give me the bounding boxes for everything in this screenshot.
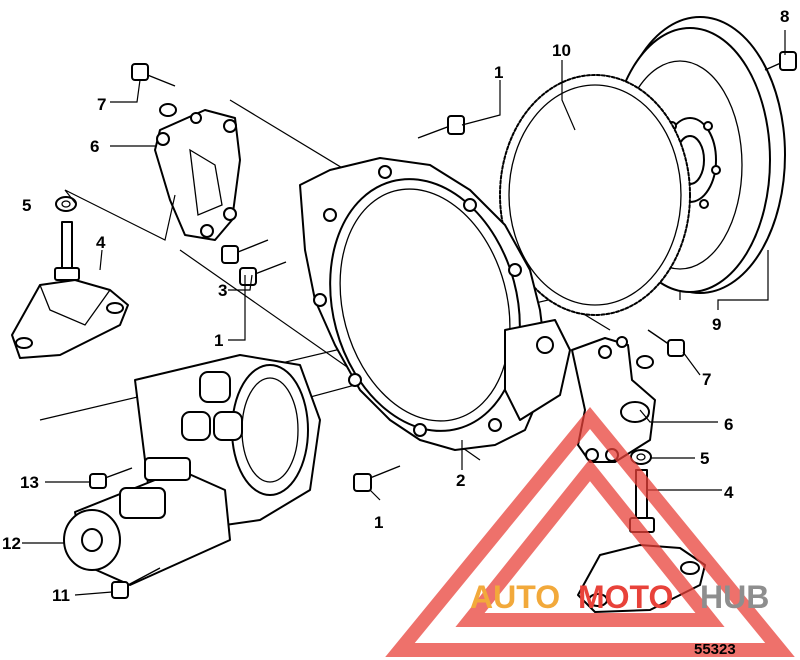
washers bbox=[55, 103, 654, 465]
callout-5-right: 5 bbox=[700, 449, 709, 468]
callout-13: 13 bbox=[20, 473, 39, 492]
flywheel-bolt bbox=[764, 51, 797, 71]
callout-6-right: 6 bbox=[724, 415, 733, 434]
callout-6-left: 6 bbox=[90, 137, 99, 156]
mount-bracket-left bbox=[154, 109, 241, 241]
callout-4-right: 4 bbox=[724, 483, 734, 502]
callout-4-left: 4 bbox=[96, 233, 106, 252]
callout-1-bottom: 1 bbox=[374, 513, 383, 532]
bolts bbox=[89, 63, 685, 599]
callout-1-mid: 1 bbox=[214, 331, 223, 350]
callout-11: 11 bbox=[52, 586, 70, 605]
callout-3: 3 bbox=[218, 281, 227, 300]
flywheel-housing bbox=[299, 157, 571, 451]
watermark-text-moto: MOTO bbox=[578, 579, 673, 615]
ring-gear bbox=[499, 74, 691, 316]
callout-2: 2 bbox=[456, 471, 465, 490]
starter-motor bbox=[63, 457, 231, 586]
callout-9: 9 bbox=[712, 315, 721, 334]
callout-7-right: 7 bbox=[702, 370, 711, 389]
callout-7-left: 7 bbox=[97, 95, 106, 114]
callout-10: 10 bbox=[552, 41, 571, 60]
motor-mount-left bbox=[11, 221, 129, 359]
watermark-text-hub: HUB bbox=[700, 579, 769, 615]
callout-1-top: 1 bbox=[494, 63, 503, 82]
callout-labels: 1 7 6 5 4 3 1 2 1 10 8 9 7 6 5 4 13 12 1… bbox=[2, 7, 789, 605]
callout-8: 8 bbox=[780, 7, 789, 26]
reference-number: 55323 bbox=[694, 641, 736, 658]
callout-12: 12 bbox=[2, 534, 21, 553]
watermark-text-auto: AUTO bbox=[470, 579, 560, 615]
callout-5-left: 5 bbox=[22, 196, 31, 215]
watermark-triangle-outer bbox=[385, 406, 795, 657]
leader-lines bbox=[22, 30, 786, 596]
watermark-logo: AUTO MOTO HUB bbox=[385, 406, 795, 657]
watermark-triangle-inner bbox=[455, 458, 725, 627]
